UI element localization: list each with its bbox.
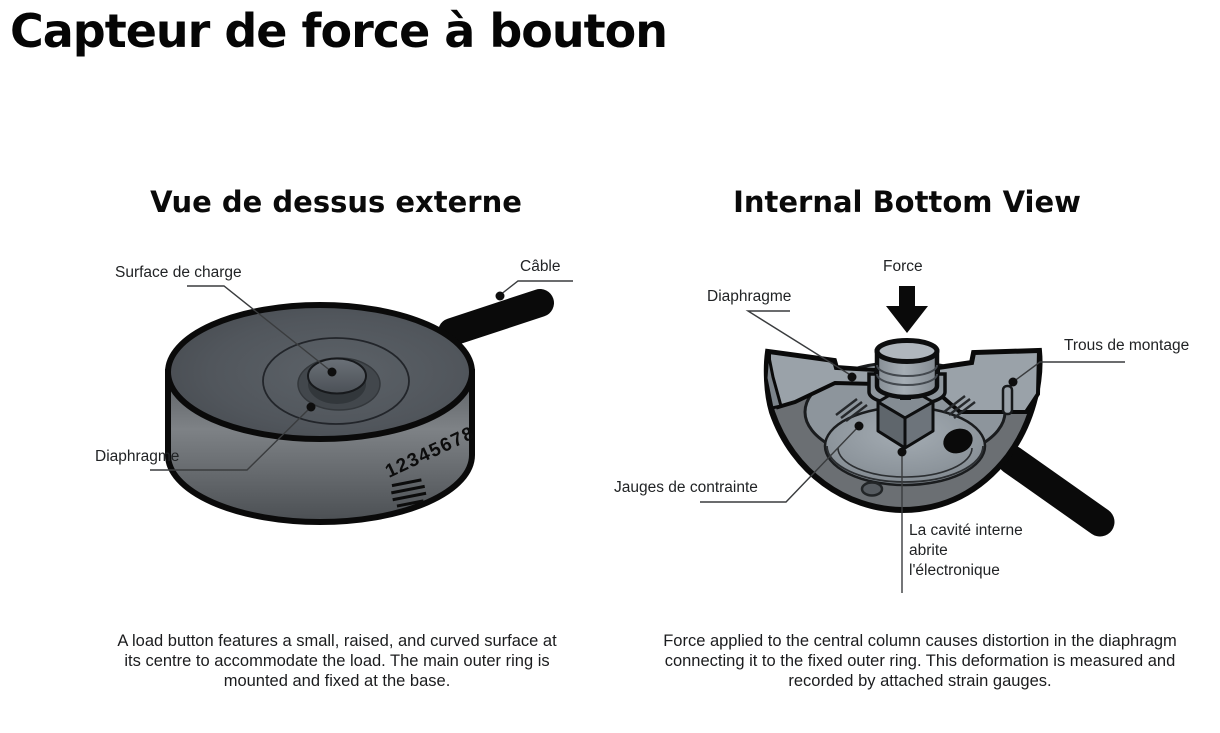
label-diaphragme-external: Diaphragme <box>95 448 180 465</box>
label-jauges-de-contrainte: Jauges de contrainte <box>614 479 758 496</box>
dot-jauges <box>854 421 864 431</box>
cable-entry-hole <box>943 428 973 454</box>
label-cavite-interne: La cavité interne abrite l'électronique <box>909 522 1023 579</box>
leader-jauges <box>700 425 860 503</box>
leader-dots <box>306 291 1018 457</box>
cut-bevel-left <box>764 351 783 410</box>
mounting-hole <box>1001 384 1014 416</box>
leader-trous-de-montage <box>1012 361 1125 383</box>
vent-hatch-icon <box>391 478 427 508</box>
diaphragm-ring <box>262 337 410 425</box>
dot-diaphragme-right <box>847 372 857 382</box>
load-button-top <box>307 357 367 395</box>
cavity-ring-inner <box>837 447 973 478</box>
label-trous-de-montage: Trous de montage <box>1064 337 1190 354</box>
internal-view-drawing <box>763 286 1115 537</box>
external-view-caption: A load button features a small, raised, … <box>117 632 557 690</box>
external-view-drawing: 12345678 <box>165 289 554 525</box>
internal-view-title: Internal Bottom View <box>733 185 1081 219</box>
label-force: Force <box>883 258 923 275</box>
rim-hole <box>860 481 884 497</box>
central-column <box>874 338 940 400</box>
cavity-ring-outer <box>826 445 984 483</box>
internal-view-caption: Force applied to the central column caus… <box>663 632 1177 690</box>
leader-diaphragme-left <box>150 406 312 471</box>
leader-diaphragme-right <box>745 310 853 377</box>
force-arrow-icon <box>886 286 928 333</box>
label-cable: Câble <box>520 258 561 275</box>
external-view-title: Vue de dessus externe <box>150 185 522 219</box>
leader-cable <box>499 280 573 296</box>
dot-cable <box>495 291 505 301</box>
label-surface-de-charge: Surface de charge <box>115 264 242 281</box>
cable <box>997 445 1115 537</box>
dot-surface-de-charge <box>327 367 337 377</box>
strain-gauge-hatch-right-icon <box>943 395 976 419</box>
cut-face-right <box>936 348 1042 414</box>
label-diaphragme-internal: Diaphragme <box>707 288 792 305</box>
leader-surface-de-charge <box>187 285 333 373</box>
cable <box>438 289 554 346</box>
dot-trous-de-montage <box>1008 377 1018 387</box>
dot-diaphragme-left <box>306 402 316 412</box>
page-title: Capteur de force à bouton <box>10 4 668 58</box>
leader-lines <box>150 280 1125 593</box>
dot-cavite <box>897 447 907 457</box>
strain-gauge-hatch-left-icon <box>835 398 868 422</box>
